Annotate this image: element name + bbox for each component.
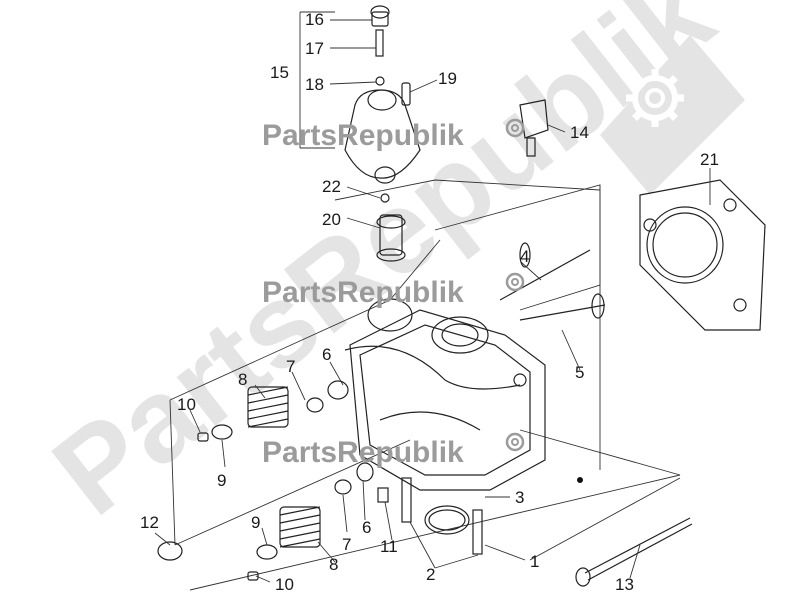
marker-dot: [577, 477, 583, 483]
callout-7a: 7: [286, 357, 295, 376]
cylinder-head: [344, 298, 583, 491]
callout-10a: 10: [177, 395, 196, 414]
callout-6a: 6: [322, 345, 331, 364]
leader-lines: [154, 11, 711, 583]
callout-22: 22: [322, 177, 341, 196]
callout-12: 12: [140, 513, 159, 532]
gear-icon: [505, 432, 525, 452]
callout-16: 16: [305, 10, 324, 29]
watermark-labels: PartsRepublik PartsRepublik PartsRepubli…: [262, 118, 525, 469]
callout-4: 4: [520, 247, 529, 266]
callout-labels: 1 2 3 4 5 6 6 7 7 8 8 9 9 10 10 11 12 13…: [140, 10, 719, 594]
watermark-label-top: PartsRepublik: [262, 119, 464, 152]
callout-11: 11: [380, 537, 398, 556]
callout-8b: 8: [329, 555, 338, 574]
callout-15: 15: [270, 63, 289, 82]
valve-springs: [157, 380, 693, 587]
callout-10b: 10: [275, 575, 294, 594]
callout-20: 20: [322, 210, 341, 229]
watermark-label-middle: PartsRepublik: [262, 276, 464, 309]
callout-9a: 9: [217, 471, 226, 490]
callout-1: 1: [530, 552, 539, 571]
callout-17: 17: [305, 39, 324, 58]
callout-2: 2: [426, 565, 435, 584]
valves: [499, 242, 606, 321]
callout-14: 14: [570, 123, 589, 142]
callout-9b: 9: [251, 513, 260, 532]
callout-7b: 7: [342, 535, 351, 554]
callout-6b: 6: [362, 518, 371, 537]
gear-icon: [626, 69, 684, 127]
callout-18: 18: [305, 75, 324, 94]
callout-21: 21: [700, 150, 719, 169]
gear-icon: [505, 118, 525, 138]
gear-icon: [505, 272, 525, 292]
callout-3: 3: [515, 488, 524, 507]
top-components: [344, 5, 549, 262]
head-gasket: [639, 179, 766, 331]
callout-8a: 8: [238, 370, 247, 389]
callout-5: 5: [575, 363, 584, 382]
watermark-label-bottom: PartsRepublik: [262, 436, 464, 469]
brand-badge: [600, 35, 745, 195]
assembly-frame: [169, 179, 681, 591]
callout-19: 19: [438, 69, 457, 88]
callout-13: 13: [615, 575, 634, 594]
